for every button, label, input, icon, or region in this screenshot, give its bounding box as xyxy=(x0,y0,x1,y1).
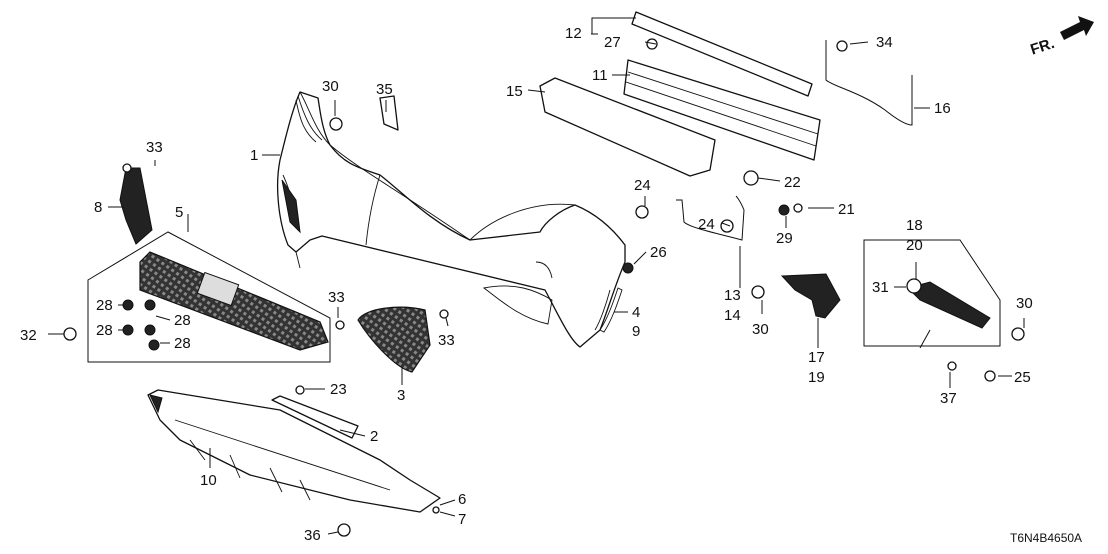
fog-garnish xyxy=(357,306,431,373)
front-label: FR. xyxy=(1028,35,1056,59)
callout-labels: 1 2 3 4 5 6 7 8 9 10 11 12 13 14 15 16 1… xyxy=(20,25,1033,544)
fasteners xyxy=(63,38,1025,537)
callout-16: 16 xyxy=(934,100,951,117)
callout-6: 6 xyxy=(458,491,466,508)
front-bumper-face xyxy=(276,91,626,348)
part5-frame xyxy=(87,231,331,363)
callout-2: 2 xyxy=(370,428,378,445)
callout-31: 31 xyxy=(872,279,889,296)
callout-33b: 33 xyxy=(328,289,345,306)
callout-28b: 28 xyxy=(174,312,191,329)
callout-30c: 30 xyxy=(1016,295,1033,312)
callout-18: 18 xyxy=(906,217,923,234)
callout-4: 4 xyxy=(632,304,640,321)
side-spacer xyxy=(780,273,841,319)
side-reflector xyxy=(599,287,623,333)
callout-37: 37 xyxy=(940,390,957,407)
leader-lines xyxy=(48,17,1025,535)
callout-5: 5 xyxy=(175,204,183,221)
callout-17: 17 xyxy=(808,349,825,366)
callout-3: 3 xyxy=(397,387,405,404)
undercover xyxy=(147,389,441,513)
callout-27: 27 xyxy=(604,34,621,51)
callout-8: 8 xyxy=(94,199,102,216)
callout-25: 25 xyxy=(1014,369,1031,386)
side-bracket-right xyxy=(907,281,991,329)
center-bracket xyxy=(676,195,745,241)
callout-12: 12 xyxy=(565,25,582,42)
callout-24a: 24 xyxy=(634,177,651,194)
callout-24b: 24 xyxy=(698,216,715,233)
callout-26: 26 xyxy=(650,244,667,261)
lower-grille xyxy=(139,251,329,351)
callout-10: 10 xyxy=(200,472,217,489)
callout-11: 11 xyxy=(592,67,608,84)
front-arrow-icon xyxy=(1060,16,1094,40)
bumper-absorber xyxy=(539,77,716,177)
callout-28d: 28 xyxy=(174,335,191,352)
callout-14: 14 xyxy=(724,307,741,324)
callout-21: 21 xyxy=(838,201,855,218)
callout-9: 9 xyxy=(632,323,640,340)
callout-19: 19 xyxy=(808,369,825,386)
side-bracket xyxy=(119,167,153,245)
callout-22: 22 xyxy=(784,174,801,191)
callout-28c: 28 xyxy=(96,322,113,339)
bumper-beam xyxy=(623,11,821,161)
callout-33a: 33 xyxy=(146,139,163,156)
callout-15: 15 xyxy=(506,83,523,100)
side-stay xyxy=(825,40,913,126)
callout-13: 13 xyxy=(724,287,741,304)
part18-frame xyxy=(863,239,1001,347)
callout-7: 7 xyxy=(458,511,466,528)
callout-32: 32 xyxy=(20,327,37,344)
diagram-code: T6N4B4650A xyxy=(1010,531,1082,545)
lower-brace xyxy=(271,395,359,439)
callout-29: 29 xyxy=(776,230,793,247)
front-direction-indicator: FR. xyxy=(1028,16,1094,59)
callout-36: 36 xyxy=(304,527,321,544)
callout-30a: 30 xyxy=(322,78,339,95)
callout-30b: 30 xyxy=(752,321,769,338)
callout-1: 1 xyxy=(250,147,258,164)
callout-33c: 33 xyxy=(438,332,455,349)
callout-23: 23 xyxy=(330,381,347,398)
callout-34: 34 xyxy=(876,34,893,51)
callout-35: 35 xyxy=(376,81,393,98)
callout-28a: 28 xyxy=(96,297,113,314)
callout-20: 20 xyxy=(906,237,923,254)
